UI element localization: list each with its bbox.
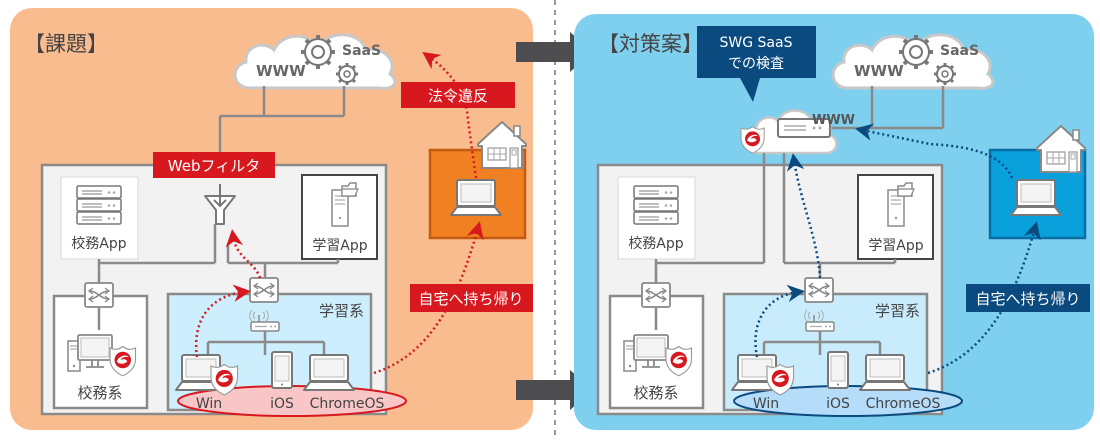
device-label-win: Win [196,396,222,412]
internet-cloud-icon: WWW SaaS [831,33,995,90]
problem-title: 【課題】 [24,32,108,56]
admin-system-label: 校務系 [77,384,122,402]
internet-cloud-icon: WWW SaaS [233,33,397,90]
server-icon [76,185,122,225]
chromeos-laptop-icon [303,354,355,391]
win-to-switch-path [754,284,805,358]
home-laptop-icon [1010,179,1062,216]
learning-switch-icon [804,277,834,303]
win-to-switch-path [194,284,251,358]
admin-switch-icon [84,282,114,308]
swg-callout-line1: SWG SaaS [720,35,793,51]
learning-app-label: 学習App [312,238,367,254]
cloud-www-label: WWW [854,62,904,80]
device-label-chromeos: ChromeOS [866,396,941,412]
device-label-ios: iOS [826,396,850,412]
cloud-www-label: WWW [256,62,306,80]
home-to-swg-path [855,123,1014,179]
solution-title: 【対策案】 [598,32,703,56]
take-home-label: 自宅へ持ち帰り [975,290,1080,308]
violation-label: 法令違反 [428,87,488,105]
take-home-path [373,221,484,375]
admin-switch-icon [641,282,671,308]
home-laptop-icon [450,179,502,216]
school-app-label: 校務App [628,235,683,252]
take-home-label: 自宅へ持ち帰り [418,290,523,308]
solution-panel: 【対策案】 SWG SaaS での検査 WWW SaaS WWW [574,14,1094,430]
device-label-ios: iOS [270,396,294,412]
server-icon [633,185,679,225]
learning-app-label: 学習App [868,238,923,254]
school-app-label: 校務App [71,235,126,252]
cloud-saas-label: SaaS [342,43,381,59]
problem-panel: 【課題】 WWW SaaS Webフィルタ 校務App 学習App [10,8,533,430]
ios-tablet-icon [271,351,293,389]
learning-system-label: 学習系 [875,302,920,320]
transition-arrow-bottom [516,370,593,410]
swg-www-label: WWW [812,113,855,128]
transition-arrow-top [516,32,593,72]
admin-system-label: 校務系 [633,384,678,402]
web-filter-label: Webフィルタ [168,157,260,175]
ios-tablet-icon [827,351,849,389]
learning-switch-icon [249,277,279,303]
switch-to-filter-path [225,229,262,279]
cloud-saas-label: SaaS [940,43,979,59]
take-home-path [927,221,1041,375]
device-label-win: Win [753,396,779,412]
swg-callout-line2: での検査 [728,56,784,72]
learning-system-label: 学習系 [319,302,364,320]
chromeos-laptop-icon [859,354,911,391]
device-label-chromeos: ChromeOS [310,396,385,412]
